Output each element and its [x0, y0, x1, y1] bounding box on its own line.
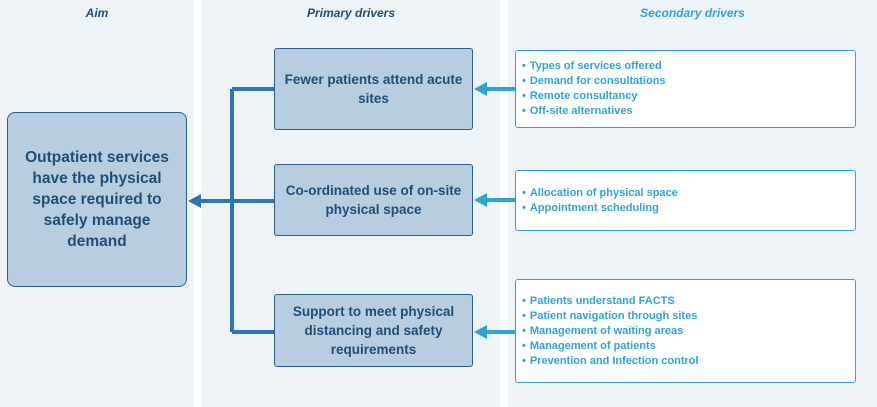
primary-driver-box: Support to meet physical distancing and …	[274, 294, 473, 367]
aim-header: Aim	[85, 6, 109, 20]
list-item: Prevention and Infection control	[522, 354, 699, 369]
list-item: Demand for consultations	[522, 74, 666, 89]
primary-driver-box: Fewer patients attend acute sites	[274, 48, 473, 130]
list-item: Patient navigation through sites	[522, 309, 699, 324]
list-item: Allocation of physical space	[522, 186, 678, 201]
list-item: Management of patients	[522, 339, 699, 354]
list-item: Appointment scheduling	[522, 201, 678, 216]
aim-text: Outpatient services have the physical sp…	[25, 149, 169, 250]
secondary-driver-list: Allocation of physical space Appointment…	[522, 186, 678, 216]
primary-driver-box: Co-ordinated use of on-site physical spa…	[274, 164, 473, 236]
list-item: Types of services offered	[522, 59, 666, 74]
aim-box: Outpatient services have the physical sp…	[7, 112, 187, 287]
secondary-driver-box: Patients understand FACTS Patient naviga…	[515, 279, 856, 383]
list-item: Management of waiting areas	[522, 324, 699, 339]
primary-driver-text: Co-ordinated use of on-site physical spa…	[285, 183, 462, 217]
secondary-driver-box: Types of services offered Demand for con…	[515, 50, 856, 128]
secondary-drivers-header: Secondary drivers	[640, 6, 745, 20]
primary-driver-text: Support to meet physical distancing and …	[292, 304, 455, 357]
list-item: Remote consultancy	[522, 89, 666, 104]
primary-driver-text: Fewer patients attend acute sites	[284, 72, 463, 106]
secondary-driver-list: Patients understand FACTS Patient naviga…	[522, 294, 699, 369]
secondary-driver-list: Types of services offered Demand for con…	[522, 59, 666, 119]
list-item: Off-site alternatives	[522, 104, 666, 119]
list-item: Patients understand FACTS	[522, 294, 699, 309]
secondary-driver-box: Allocation of physical space Appointment…	[515, 170, 856, 231]
primary-drivers-header: Primary drivers	[306, 6, 396, 20]
